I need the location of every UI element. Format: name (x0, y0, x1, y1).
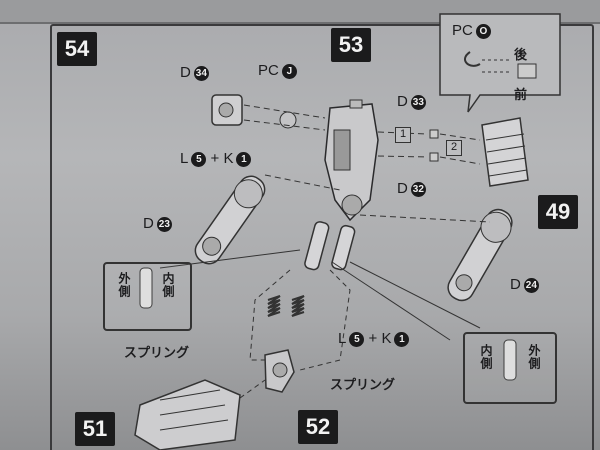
part-51-label: 51 (75, 412, 115, 446)
part-d34 (211, 94, 243, 126)
d32-peg (429, 152, 439, 162)
label-back: 後 (514, 48, 528, 63)
legend-right-inner: 内側 (479, 344, 493, 370)
step-frame (50, 24, 594, 450)
step-number: 54 (57, 32, 97, 66)
label-spring-right: スプリング (330, 378, 396, 393)
part-51 (134, 379, 241, 450)
part-d24-arm (447, 208, 513, 302)
legend-left-outer: 外側 (117, 272, 131, 298)
spring-right (291, 295, 305, 317)
order-1: 1 (395, 127, 411, 143)
part-53-body (324, 99, 379, 222)
part-53-label: 53 (331, 28, 371, 62)
part-52 (264, 349, 295, 393)
order-2: 2 (446, 140, 462, 156)
legend-right (463, 332, 557, 404)
piston-left (304, 221, 330, 271)
part-52-label: 52 (298, 410, 338, 444)
spring-left (267, 295, 281, 317)
legend-left-inner: 内側 (161, 272, 175, 298)
label-front: 前 (514, 88, 528, 103)
callout-peg (517, 63, 537, 79)
legend-left-piston (139, 267, 153, 309)
legend-left (103, 262, 192, 331)
sheet-edge (0, 0, 600, 24)
pc-o-part (464, 51, 481, 67)
legend-right-outer: 外側 (527, 344, 541, 370)
label-spring-left: スプリング (124, 346, 190, 361)
legend-right-piston (503, 339, 517, 381)
piston-right (331, 224, 356, 271)
part-d23-arm (194, 175, 266, 265)
part-49-label: 49 (538, 195, 578, 229)
part-49 (481, 117, 529, 187)
d33-peg (429, 129, 439, 139)
callout-bubble (439, 13, 561, 113)
